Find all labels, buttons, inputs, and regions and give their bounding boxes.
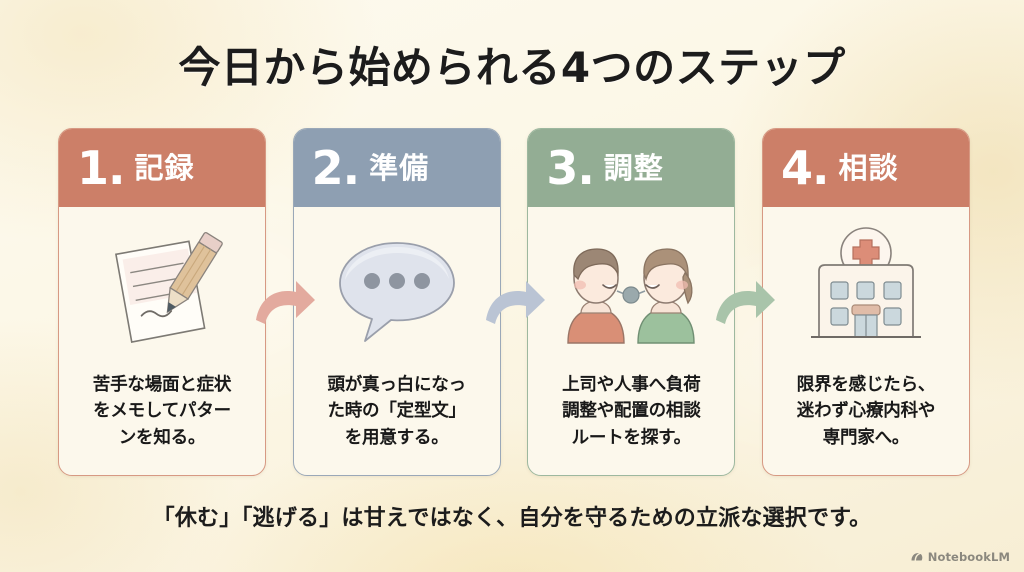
arrow-step3-to-step4 xyxy=(712,274,778,334)
step-card-3: 3. 調整 xyxy=(527,128,736,476)
speech-bubble-icon xyxy=(338,241,455,342)
watermark-label: NotebookLM xyxy=(927,550,1010,564)
notebooklm-logo-icon xyxy=(911,553,923,561)
step-card-1-body: 苦手な場面と症状 をメモしてパター ンを知る。 xyxy=(92,375,232,448)
step-card-1-number: 1. xyxy=(77,141,125,195)
page-title: 今日から始められる4つのステップ xyxy=(178,43,846,92)
step-card-4-body: 限界を感じたら、 迷わず心療内科や 専門家へ。 xyxy=(796,375,936,448)
step-card-2-label: 準備 xyxy=(369,150,430,185)
footer-caption: 「休む」「逃げる」は甘えではなく、自分を守るための立派な選択です。 xyxy=(152,506,872,531)
hospital-building-icon xyxy=(810,226,921,338)
step-card-1-artwork xyxy=(59,207,265,372)
notepad-pencil-icon xyxy=(115,231,223,343)
step-card-3-body: 上司や人事へ負荷 調整や配置の相談 ルートを探す。 xyxy=(562,375,701,448)
notebooklm-watermark: NotebookLM xyxy=(910,550,1010,564)
step-card-2: 2. 準備 頭が真っ白になっ た時の「定型文」 を用意する。 xyxy=(292,128,501,476)
step-card-3-artwork xyxy=(528,207,734,372)
step-card-3-label: 調整 xyxy=(603,150,664,185)
step-card-4-number: 4. xyxy=(780,141,829,195)
step-card-2-body: 頭が真っ白になっ た時の「定型文」 を用意する。 xyxy=(327,375,466,448)
step-card-2-header: 2. 準備 xyxy=(293,129,500,207)
step-card-4: 4. 相談 限界を感じたら、 xyxy=(761,128,970,476)
step-card-4-header: 4. 相談 xyxy=(762,129,969,207)
step-card-1: 1. 記録 xyxy=(58,128,266,476)
step-card-4-label: 相談 xyxy=(838,150,899,185)
step-card-2-artwork xyxy=(294,207,500,372)
arrow-step1-to-step2 xyxy=(252,274,318,334)
step-card-4-artwork xyxy=(763,207,969,372)
step-card-2-number: 2. xyxy=(311,141,360,195)
arrow-step2-to-step3 xyxy=(482,274,548,334)
two-people-talking-icon xyxy=(567,247,696,344)
step-card-1-header: 1. 記録 xyxy=(59,129,265,207)
curved-arrow-icon xyxy=(486,281,545,324)
step-card-3-number: 3. xyxy=(546,141,594,195)
curved-arrow-icon xyxy=(256,281,315,324)
step-card-3-header: 3. 調整 xyxy=(528,129,735,207)
step-card-1-label: 記録 xyxy=(134,150,195,185)
curved-arrow-icon xyxy=(716,281,775,324)
steps-container: 1. 記録 xyxy=(58,128,970,476)
